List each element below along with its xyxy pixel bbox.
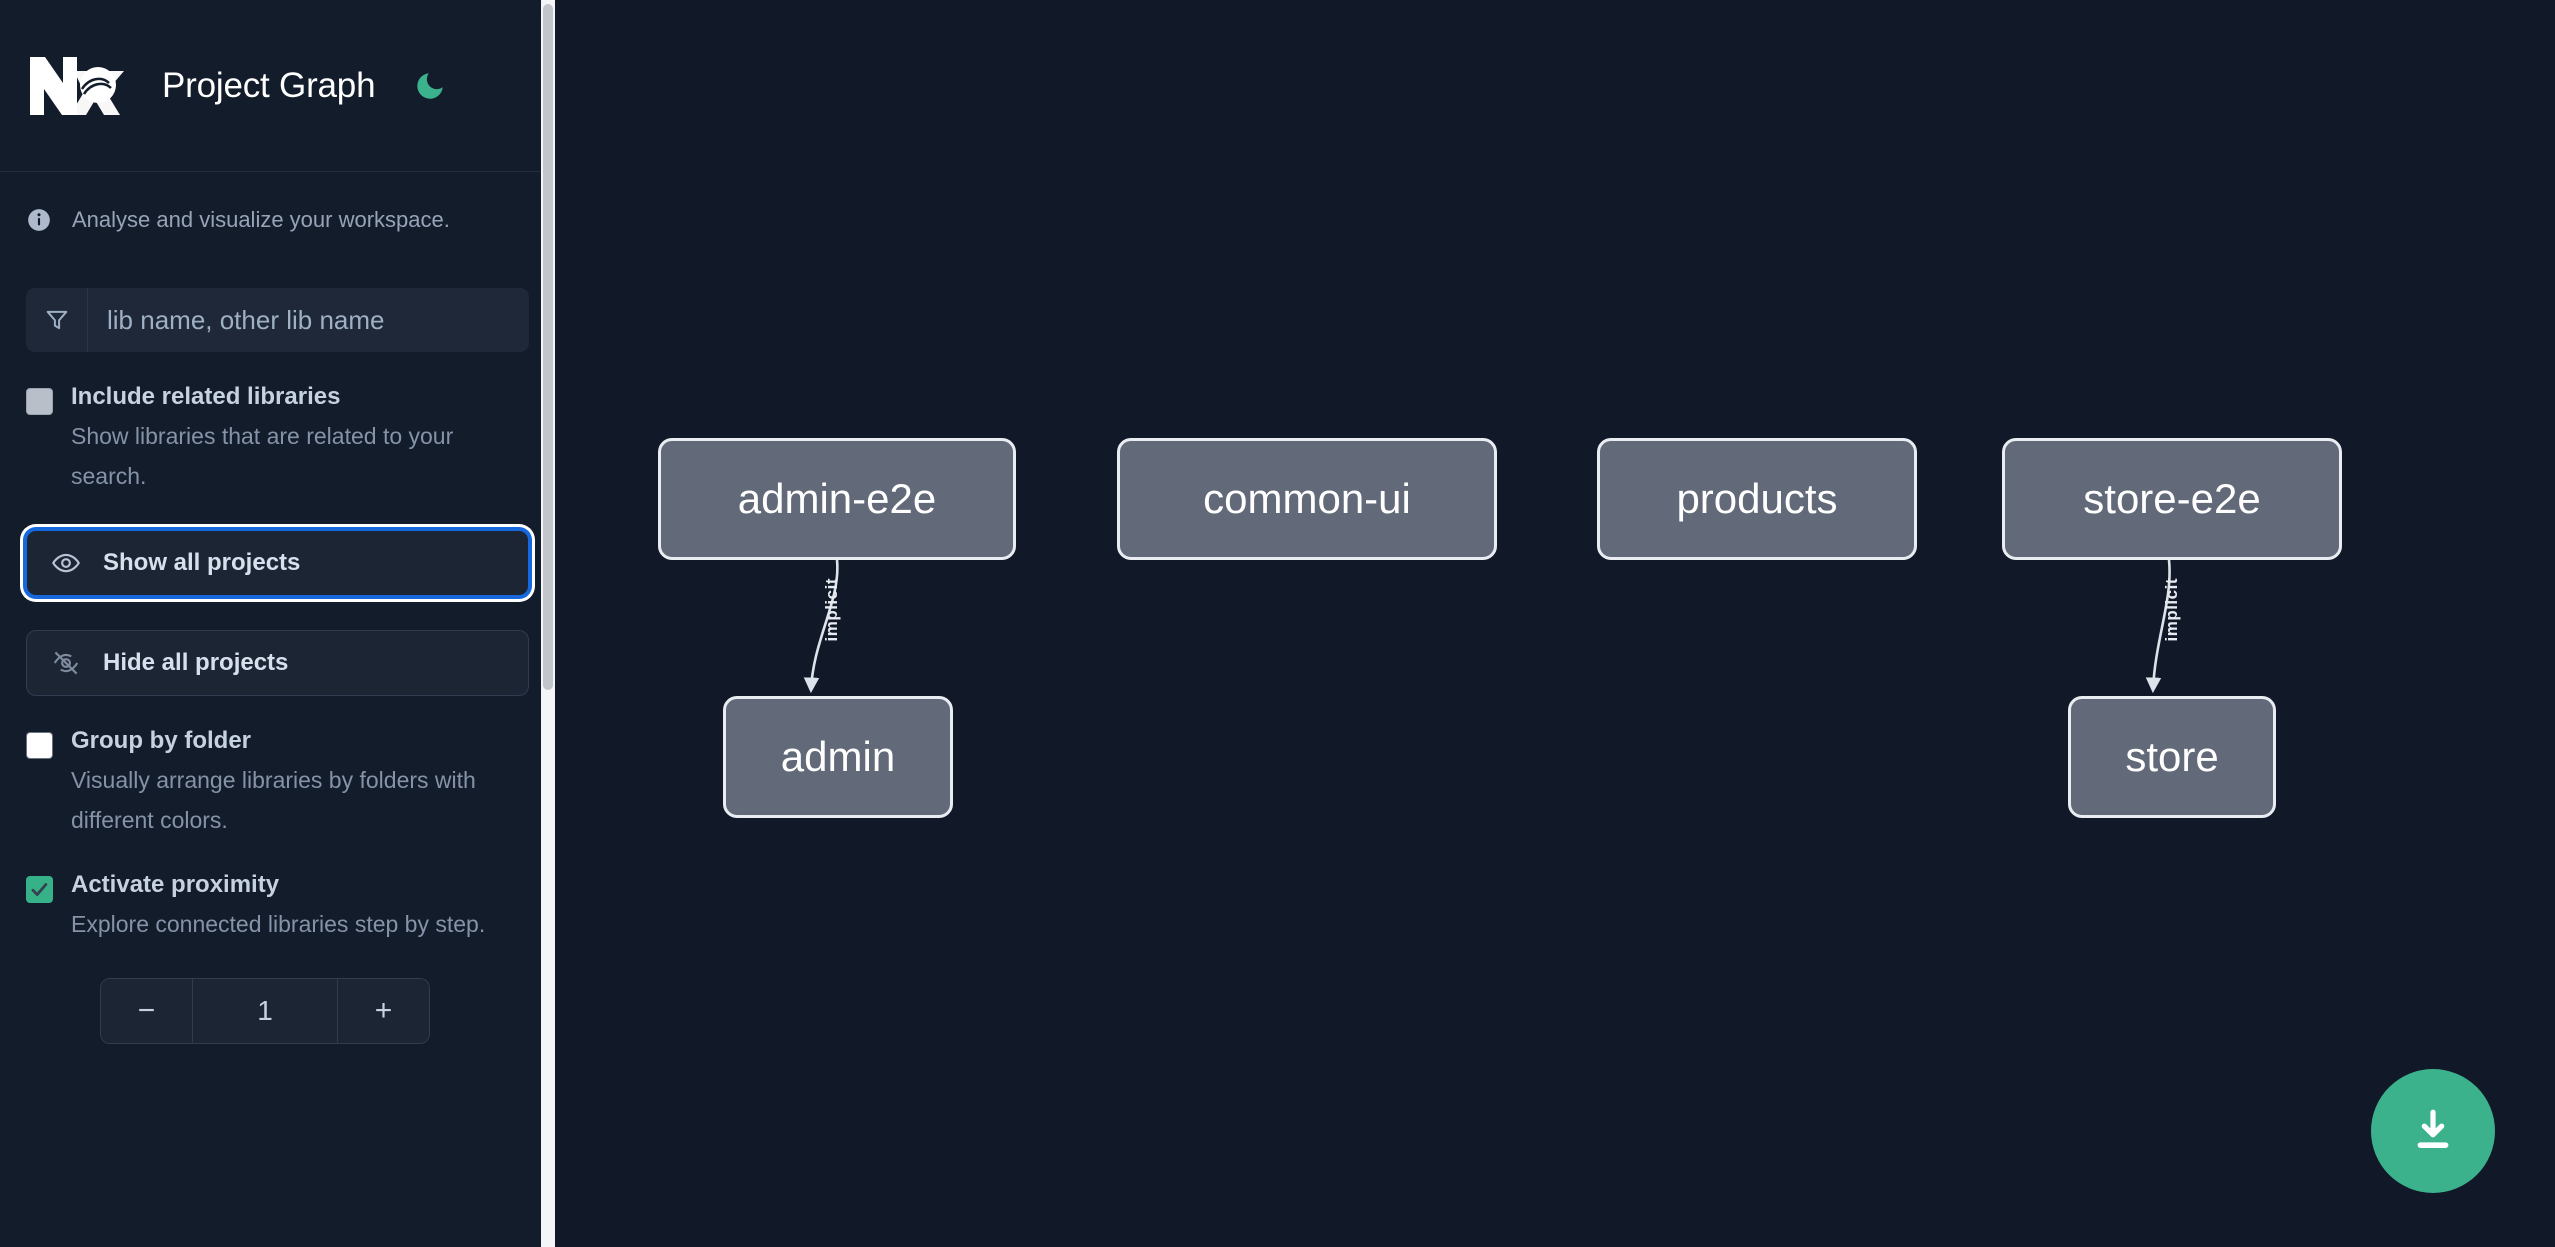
show-all-projects-label: Show all projects: [103, 549, 301, 576]
graph-node-products[interactable]: products: [1597, 438, 1917, 560]
search-input[interactable]: [88, 288, 529, 352]
hide-all-projects-label: Hide all projects: [103, 649, 289, 676]
project-visibility-buttons: Show all projects Hide all projects: [0, 530, 555, 696]
proximity-decrement-button[interactable]: −: [101, 979, 193, 1043]
tagline-text: Analyse and visualize your workspace.: [72, 207, 450, 232]
nx-logo-icon: [26, 55, 124, 117]
option-label: Include related libraries: [71, 383, 341, 410]
activate-proximity-checkbox[interactable]: [26, 876, 53, 903]
option-group-by-folder: Group by folder Visually arrange librari…: [0, 726, 555, 840]
show-all-projects-button[interactable]: Show all projects: [26, 530, 529, 596]
graph-edges: [803, 559, 2171, 694]
option-include-related-libraries: Include related libraries Show libraries…: [0, 382, 555, 496]
edge-admin-e2e-to-admin: [803, 559, 839, 694]
sidebar-scrollbar[interactable]: [541, 0, 555, 1247]
graph-node-store[interactable]: store: [2068, 696, 2276, 818]
option-activate-proximity: Activate proximity Explore connected lib…: [0, 870, 555, 944]
tagline-row: Analyse and visualize your workspace.: [0, 172, 555, 268]
include-related-libraries-checkbox[interactable]: [26, 388, 53, 415]
eye-slash-icon: [51, 648, 81, 678]
option-description: Explore connected libraries step by step…: [71, 911, 486, 937]
info-icon: [26, 207, 52, 233]
eye-icon: [51, 548, 81, 578]
graph-node-admin[interactable]: admin: [723, 696, 953, 818]
option-label: Activate proximity: [71, 871, 280, 898]
sidebar-scrollbar-thumb[interactable]: [543, 4, 553, 690]
option-description: Visually arrange libraries by folders wi…: [71, 767, 476, 833]
edge-store-e2e-to-store: [2145, 559, 2171, 694]
graph-node-admin-e2e[interactable]: admin-e2e: [658, 438, 1016, 560]
moon-icon[interactable]: [411, 67, 449, 105]
search-field[interactable]: [26, 288, 529, 352]
proximity-value: 1: [193, 979, 337, 1043]
group-by-folder-checkbox[interactable]: [26, 732, 53, 759]
option-description: Show libraries that are related to your …: [71, 423, 454, 489]
graph-canvas[interactable]: implicit implicit admin-e2e common-ui pr…: [555, 0, 2555, 1247]
graph-node-common-ui[interactable]: common-ui: [1117, 438, 1497, 560]
sidebar: Project Graph Analyse and visualize your…: [0, 0, 555, 1247]
graph-node-store-e2e[interactable]: store-e2e: [2002, 438, 2342, 560]
page-title: Project Graph: [162, 65, 376, 105]
proximity-increment-button[interactable]: +: [337, 979, 429, 1043]
hide-all-projects-button[interactable]: Hide all projects: [26, 630, 529, 696]
brand-row: Project Graph: [0, 0, 555, 172]
download-graph-button[interactable]: [2371, 1069, 2495, 1193]
option-label: Group by folder: [71, 727, 251, 754]
download-icon: [2407, 1104, 2459, 1159]
filter-icon: [26, 288, 88, 352]
proximity-stepper: − 1 +: [100, 978, 430, 1044]
